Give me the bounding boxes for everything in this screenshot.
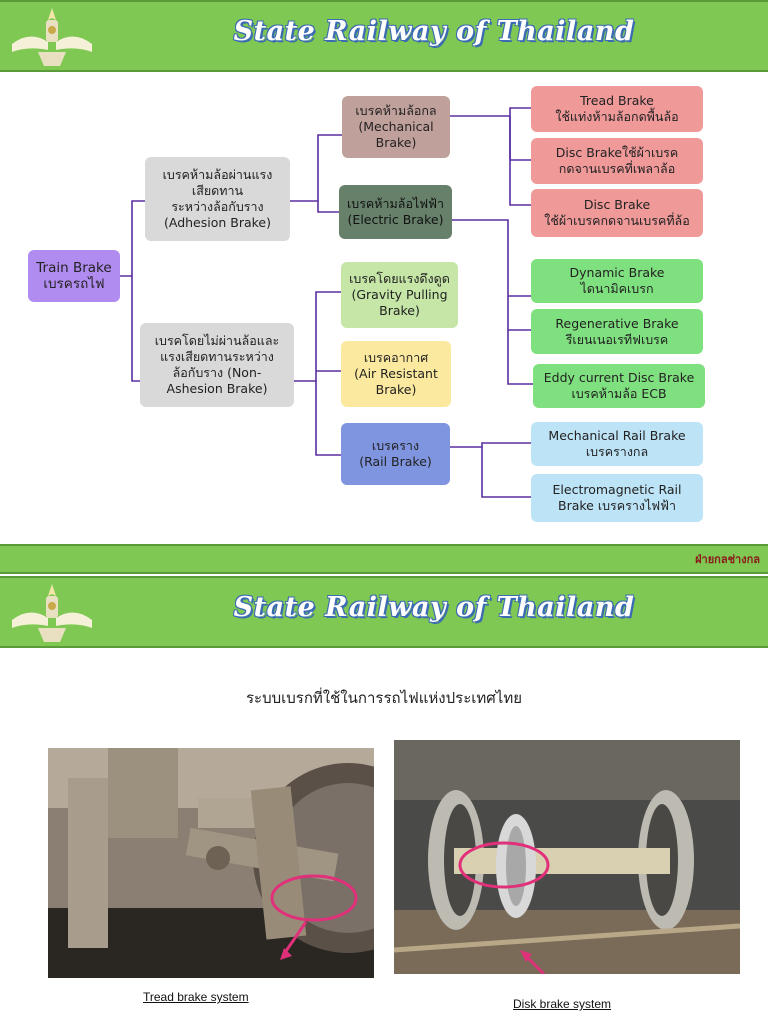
disk-brake-photo bbox=[394, 740, 740, 974]
train-brake-box: Train Brake เบรครถไฟ bbox=[28, 250, 120, 302]
eddy-current-brake-box: Eddy current Disc Brake เบรคห้ามล้อ ECB bbox=[533, 364, 705, 408]
garuda-emblem-icon bbox=[12, 8, 92, 66]
non-adhesion-brake-box: เบรคโดยไม่ผ่านล้อและ แรงเสียดทานระหว่าง … bbox=[140, 323, 294, 407]
rail-brake-box: เบรคราง (Rail Brake) bbox=[341, 423, 450, 485]
dynamic-brake-box: Dynamic Brake ไดนามิคเบรก bbox=[531, 259, 703, 303]
second-banner: State Railway of Thailand bbox=[0, 576, 768, 648]
mechanical-brake-box: เบรคห้ามล้อกล (Mechanical Brake) bbox=[342, 96, 450, 158]
adhesion-brake-box: เบรคห้ามล้อผ่านแรง เสียดทาน ระหว่างล้อกั… bbox=[145, 157, 290, 241]
slide2-subtitle: ระบบเบรกที่ใช้ในการรถไฟแห่งประเทศไทย bbox=[245, 689, 523, 707]
banner-title-2: State Railway of Thailand bbox=[233, 592, 635, 623]
divider-logo-text: ฝ่ายกลช่างกล bbox=[695, 553, 760, 566]
tread-brake-caption: Tread brake system bbox=[143, 990, 249, 1004]
electromagnetic-rail-brake-box: Electromagnetic Rail Brake เบรครางไฟฟ้า bbox=[531, 474, 703, 522]
electric-brake-box: เบรคห้ามล้อไฟฟ้า (Electric Brake) bbox=[339, 185, 452, 239]
slide-divider-bar: ฝ่ายกลช่างกล bbox=[0, 544, 768, 574]
disc-brake-wheel-box: Disc Brake ใช้ผ้าเบรคกดจานเบรคที่ล้อ bbox=[531, 189, 703, 237]
garuda-emblem-icon bbox=[12, 584, 92, 642]
hierarchy-connectors bbox=[120, 107, 533, 498]
air-resistant-brake-box: เบรคอากาศ (Air Resistant Brake) bbox=[341, 341, 451, 407]
tread-brake-box: Tread Brake ใช้แท่งห้ามล้อกดพื้นล้อ bbox=[531, 86, 703, 132]
disk-brake-caption: Disk brake system bbox=[513, 997, 612, 1011]
tread-brake-photo bbox=[48, 748, 374, 978]
banner-title: State Railway of Thailand bbox=[233, 16, 635, 47]
disc-brake-axle-box: Disc Brakeใช้ผ้าเบรค กดจานเบรคที่เพลาล้อ bbox=[531, 138, 703, 184]
gravity-pulling-brake-box: เบรคโดยแรงดึงดูด (Gravity Pulling Brake) bbox=[341, 262, 458, 328]
mechanical-rail-brake-box: Mechanical Rail Brake เบรครางกล bbox=[531, 422, 703, 466]
regenerative-brake-box: Regenerative Brake รีเยนเนอเรทีฟเบรค bbox=[531, 309, 703, 354]
top-banner: State Railway of Thailand bbox=[0, 0, 768, 72]
